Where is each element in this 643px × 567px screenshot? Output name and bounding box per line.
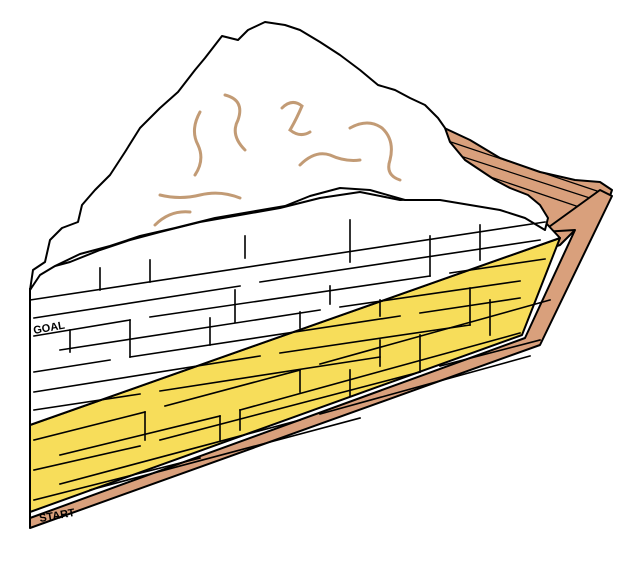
goal-label: GOAL [32,320,66,337]
meringue-cloud [29,21,549,291]
filling-maze-walls [33,299,551,501]
meringue-maze-walls [29,219,546,411]
meringue-swirls [153,93,402,227]
start-label: START [38,507,76,525]
